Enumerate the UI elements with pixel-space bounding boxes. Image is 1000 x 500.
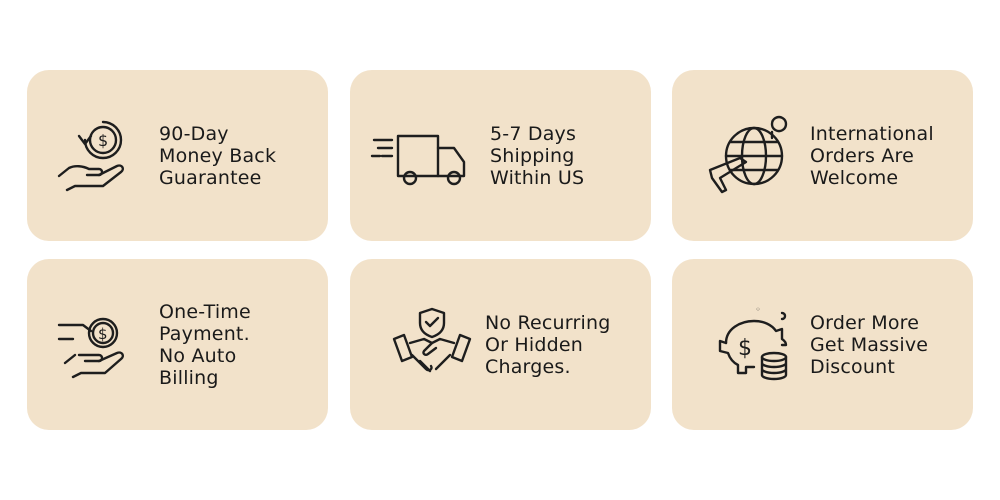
feature-title-line: Get Massive xyxy=(810,333,929,356)
feature-title-line: 90-Day xyxy=(159,122,229,145)
handshake-shield-icon xyxy=(390,303,474,387)
feature-title-line: 5-7 Days xyxy=(490,122,577,145)
coin-hand-icon: $ xyxy=(55,303,139,387)
feature-title-line: Money Back xyxy=(159,144,277,167)
feature-title-line: Orders Are xyxy=(810,144,915,167)
feature-title-line: No Auto xyxy=(159,344,237,367)
feature-title-line: One-Time xyxy=(159,300,251,323)
svg-text:$: $ xyxy=(98,325,108,343)
feature-title-line: No Recurring xyxy=(485,311,611,334)
delivery-truck-icon xyxy=(370,114,470,198)
feature-title-line: Billing xyxy=(159,366,219,389)
svg-text:$: $ xyxy=(738,336,752,361)
globe-plane-icon xyxy=(706,114,790,198)
feature-title-line: Shipping xyxy=(490,144,575,167)
svg-text:$: $ xyxy=(98,131,108,150)
feature-title-line: Payment. xyxy=(159,322,250,345)
feature-title-line: Or Hidden xyxy=(485,333,584,356)
feature-title-line: Charges. xyxy=(485,355,571,378)
piggy-bank-coins-icon: $ xyxy=(712,303,796,387)
feature-title-line: Order More xyxy=(810,311,920,334)
money-back-hand-icon: $ xyxy=(55,114,139,198)
feature-title-line: Guarantee xyxy=(159,166,262,189)
feature-title-line: Discount xyxy=(810,355,896,378)
feature-title-line: International xyxy=(810,122,934,145)
feature-title-line: Welcome xyxy=(810,166,899,189)
feature-title-line: Within US xyxy=(490,166,585,189)
